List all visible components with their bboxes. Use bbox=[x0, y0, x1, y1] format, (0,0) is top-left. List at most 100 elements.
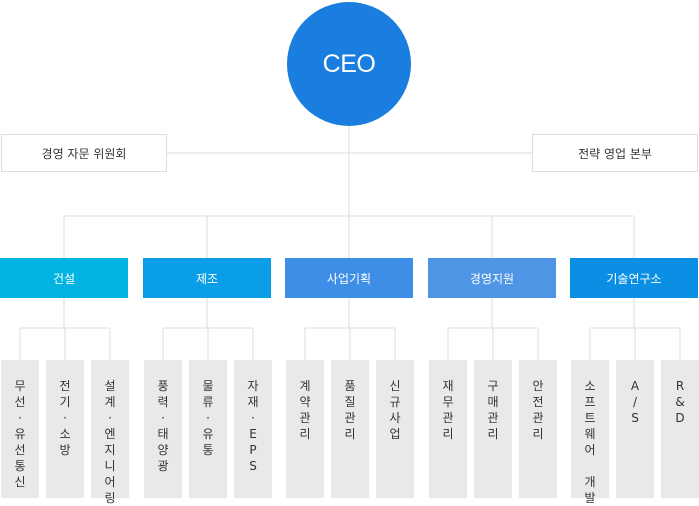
subunit-char: 링 bbox=[104, 491, 116, 505]
subunit-char: · bbox=[63, 411, 67, 425]
department-box: 사업기획 bbox=[285, 258, 413, 298]
subunit-char: · bbox=[18, 411, 22, 425]
subunit-char: 설 bbox=[104, 379, 116, 393]
subunit-char: 신 bbox=[14, 475, 26, 489]
subunit-char: / bbox=[632, 395, 638, 409]
subunit-char: 통 bbox=[14, 459, 26, 473]
subunit-char: 업 bbox=[389, 427, 401, 441]
strategic-sales-label: 전략 영업 본부 bbox=[578, 146, 652, 161]
subunit-char: A bbox=[630, 379, 640, 393]
ceo-label: CEO bbox=[322, 49, 376, 78]
subunit-char: 발 bbox=[584, 491, 596, 505]
subunit-char: 무 bbox=[14, 379, 26, 393]
subunit-char: 개 bbox=[584, 475, 596, 489]
subunit-char: P bbox=[249, 443, 257, 457]
subunit-char: & bbox=[675, 395, 685, 409]
subunit-char: S bbox=[249, 459, 257, 473]
subunit-char: 트 bbox=[584, 411, 596, 425]
department-label: 건설 bbox=[52, 271, 76, 286]
subunit-char: 품 bbox=[344, 379, 356, 393]
subunit-char: 재 bbox=[442, 379, 454, 393]
subunit-char: 풍 bbox=[157, 379, 169, 393]
subunit-char: 신 bbox=[389, 379, 401, 393]
subunit-char: 방 bbox=[59, 443, 71, 457]
department-label: 경영지원 bbox=[469, 271, 515, 286]
subunit-char: 재 bbox=[247, 395, 259, 409]
subunit-char: S bbox=[631, 411, 639, 425]
subunit-char: 물 bbox=[202, 379, 214, 393]
subunit-char: 자 bbox=[247, 379, 259, 393]
subunit-char: 사 bbox=[389, 411, 401, 425]
subunit-char: · bbox=[251, 411, 255, 425]
subunit-char: 웨 bbox=[584, 427, 596, 441]
department-label: 제조 bbox=[195, 271, 219, 286]
advisory-committee-box: 경영 자문 위원회 bbox=[1, 134, 167, 172]
subunit-char: 리 bbox=[487, 427, 499, 441]
department-label: 기술연구소 bbox=[606, 271, 662, 286]
department-box: 기술연구소 bbox=[570, 258, 698, 298]
subunit-char: 리 bbox=[532, 427, 544, 441]
subunit-char: 리 bbox=[442, 427, 454, 441]
subunit-char: R bbox=[675, 379, 685, 393]
subunit-char: 안 bbox=[532, 379, 544, 393]
subunit-char: 무 bbox=[442, 395, 454, 409]
subunit-char: 소 bbox=[584, 379, 596, 393]
department-box: 건설 bbox=[0, 258, 128, 298]
subunit-char: 관 bbox=[299, 411, 311, 425]
department-label: 사업기획 bbox=[326, 271, 372, 286]
subunit-char: 태 bbox=[157, 427, 169, 441]
subunit-char: 지 bbox=[104, 443, 116, 457]
subunit-char: 류 bbox=[202, 395, 214, 409]
subunit-char: 관 bbox=[344, 411, 356, 425]
subunit-char: 유 bbox=[14, 427, 26, 441]
subunit-char: · bbox=[206, 411, 210, 425]
subunit-char: 기 bbox=[59, 395, 71, 409]
advisory-committee-label: 경영 자문 위원회 bbox=[41, 146, 127, 161]
subunit-box: A / S bbox=[616, 360, 654, 498]
subunit-box: R & D bbox=[661, 360, 699, 498]
subunit-char: D bbox=[675, 411, 685, 425]
subunit-char: 계 bbox=[299, 379, 311, 393]
subunit-char: 규 bbox=[389, 395, 401, 409]
subunit-char: 약 bbox=[299, 395, 311, 409]
subunit-char: 유 bbox=[202, 427, 214, 441]
subunit-char: 선 bbox=[14, 395, 26, 409]
subunit-char: 프 bbox=[584, 395, 596, 409]
subunit-char: 질 bbox=[344, 395, 356, 409]
subunit-char: 소 bbox=[59, 427, 71, 441]
subunit-char: 력 bbox=[157, 395, 169, 409]
department-box: 제조 bbox=[143, 258, 271, 298]
subunit-char: 매 bbox=[487, 395, 499, 409]
subunit-char: E bbox=[249, 427, 257, 441]
department-box: 경영지원 bbox=[428, 258, 556, 298]
subunit-char: 리 bbox=[344, 427, 356, 441]
subunit-char: 계 bbox=[104, 395, 116, 409]
subunit-char: · bbox=[108, 411, 112, 425]
subunit-char: 전 bbox=[59, 379, 71, 393]
subunit-char: 관 bbox=[487, 411, 499, 425]
ceo-node: CEO bbox=[287, 2, 411, 126]
subunit-char: 통 bbox=[202, 443, 214, 457]
subunit-char: 관 bbox=[442, 411, 454, 425]
subunit-char: 어 bbox=[584, 443, 596, 457]
strategic-sales-box: 전략 영업 본부 bbox=[532, 134, 698, 172]
subunit-char: · bbox=[161, 411, 165, 425]
subunit-char: 광 bbox=[157, 459, 169, 473]
subunit-char: 선 bbox=[14, 443, 26, 457]
subunit-char: 양 bbox=[157, 443, 169, 457]
subunit-char: 어 bbox=[104, 475, 116, 489]
subunit-char: 니 bbox=[104, 459, 116, 473]
